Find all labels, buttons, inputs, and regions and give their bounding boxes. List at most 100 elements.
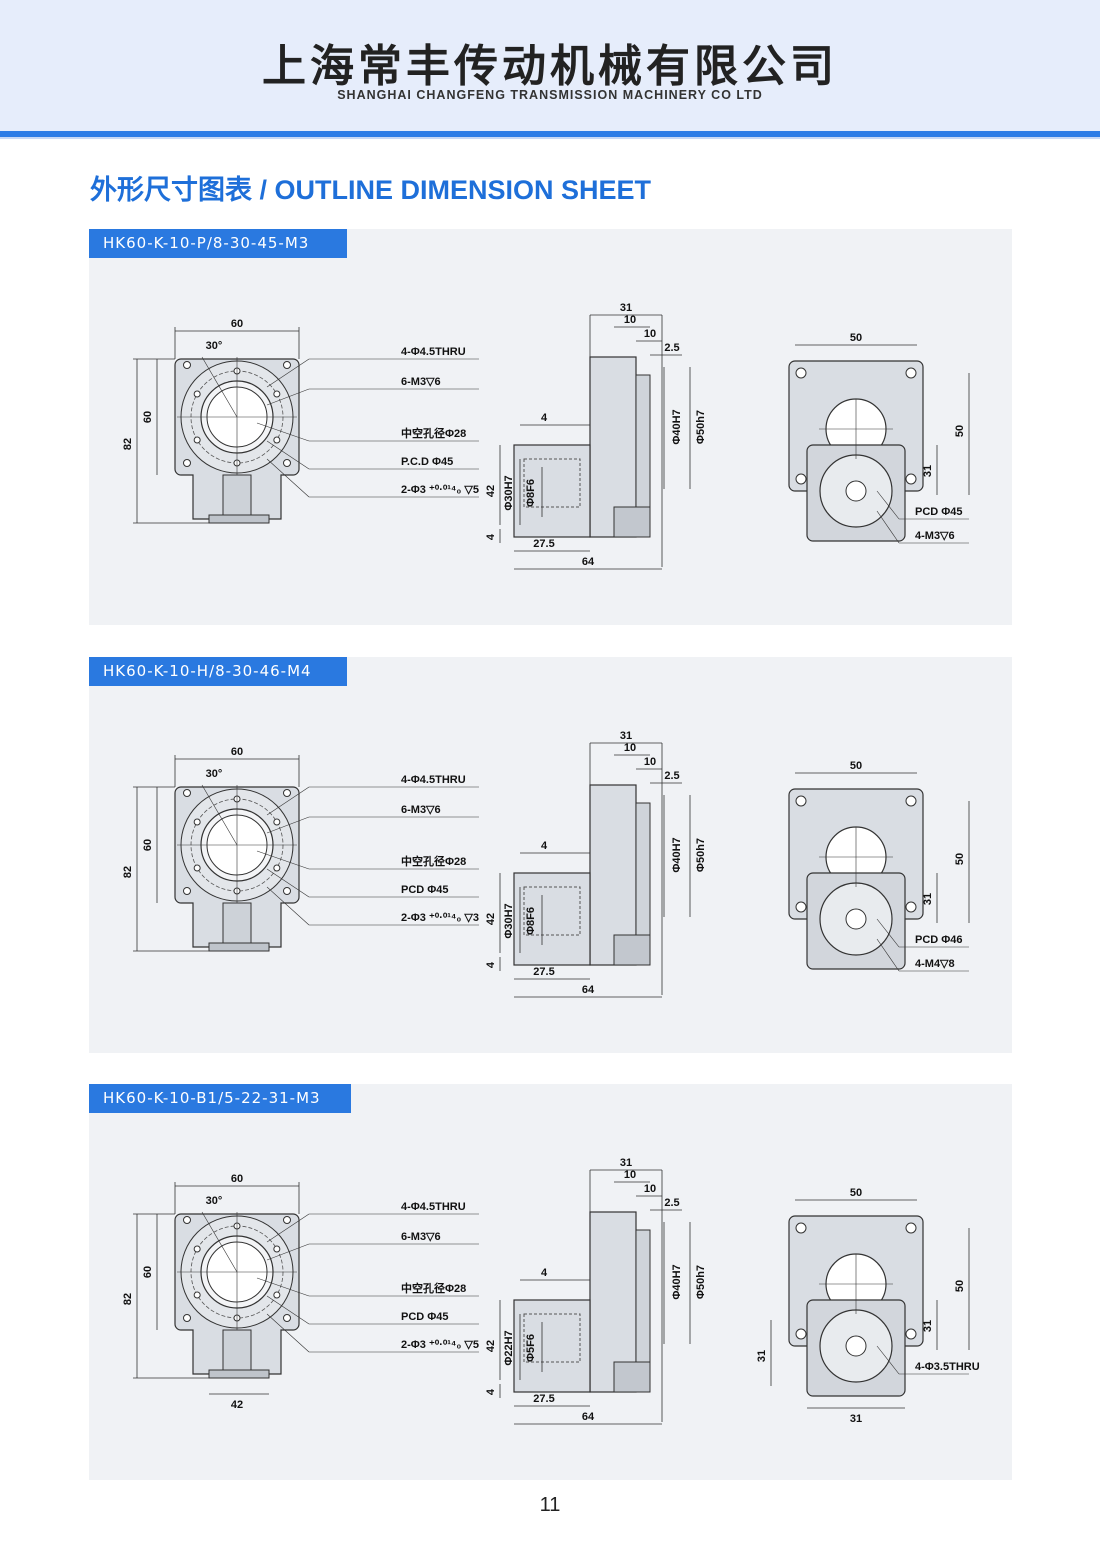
- connector: [208, 514, 270, 524]
- dimension-label: 64: [582, 556, 595, 568]
- leader-line: [266, 868, 310, 898]
- corner-hole: [795, 795, 807, 807]
- dimension-label: 27.5: [533, 966, 554, 978]
- callout-label: PCD Φ45: [401, 884, 449, 896]
- side-connector: [613, 934, 651, 966]
- dimension-label: 10: [624, 742, 636, 754]
- dimension-label: 50: [850, 760, 862, 772]
- corner-hole: [283, 789, 291, 797]
- dimension-label: Φ30H7: [503, 903, 515, 938]
- dimension-label: 4: [541, 412, 548, 424]
- mounting-hole: [193, 1291, 201, 1299]
- dimension-label: 50: [850, 332, 862, 344]
- dimension-label: 50: [850, 1187, 862, 1199]
- dimension-label: 82: [122, 438, 134, 450]
- callout-label: PCD Φ46: [915, 934, 963, 946]
- angle-line: [201, 356, 238, 418]
- dimension-label: 4: [485, 961, 497, 968]
- dimension-label: 50: [954, 1280, 966, 1292]
- callout-label: 6-M3▽6: [401, 804, 441, 816]
- leader-line: [266, 886, 310, 926]
- dimension-label: 60: [231, 746, 243, 758]
- dimension-label: Φ40H7: [671, 409, 683, 444]
- dimension-label: Φ5F6: [525, 1334, 537, 1362]
- dimension-label: 64: [582, 1411, 595, 1423]
- side-motor: [513, 872, 591, 966]
- dimension-label: 10: [644, 1183, 656, 1195]
- output-shaft: [845, 1335, 867, 1357]
- leader-line: [876, 490, 900, 520]
- connector: [208, 942, 270, 952]
- dimension-label: 2.5: [664, 1197, 679, 1209]
- mounting-hole: [273, 436, 281, 444]
- leader-line: [876, 938, 900, 972]
- dimension-label: Φ22H7: [503, 1330, 515, 1365]
- dimension-label: 10: [624, 1169, 636, 1181]
- leader-line: [266, 1243, 310, 1261]
- side-motor: [513, 1299, 591, 1393]
- mounting-hole: [193, 390, 201, 398]
- side-motor: [513, 444, 591, 538]
- dimension-label: Φ50h7: [695, 838, 707, 872]
- company-name-en: SHANGHAI CHANGFENG TRANSMISSION MACHINER…: [337, 88, 763, 102]
- dimension-label: 31: [922, 893, 934, 905]
- corner-hole: [795, 473, 807, 485]
- dimension-label: 31: [756, 1350, 768, 1362]
- mounting-hole: [273, 864, 281, 872]
- leader-line: [876, 1345, 900, 1375]
- callout-label: 中空孔径Φ28: [401, 1281, 466, 1295]
- callout-label: 4-Φ4.5THRU: [401, 1201, 466, 1213]
- mounting-hole: [193, 818, 201, 826]
- dimension-label: Φ50h7: [695, 1265, 707, 1299]
- callout-label: 中空孔径Φ28: [401, 854, 466, 868]
- leader-line: [266, 388, 310, 406]
- angle-line: [201, 784, 238, 846]
- leader-line: [266, 440, 310, 470]
- mounting-hole: [193, 1245, 201, 1253]
- dimension-label: 60: [142, 411, 154, 423]
- leader-line: [266, 1213, 310, 1243]
- side-flange: [635, 374, 651, 516]
- callout-label: 2-Φ3 ⁺⁰·⁰¹⁴₀ ▽3: [401, 912, 479, 924]
- callout-label: PCD Φ45: [401, 1311, 449, 1323]
- corner-hole: [905, 901, 917, 913]
- header-accent-bar-thin: [0, 137, 1100, 139]
- dimension-label: Φ8F6: [525, 907, 537, 935]
- leader-line: [266, 786, 310, 816]
- corner-hole: [183, 459, 191, 467]
- callout-label: PCD Φ45: [915, 506, 963, 518]
- corner-hole: [283, 459, 291, 467]
- callout-label: 4-Φ4.5THRU: [401, 774, 466, 786]
- sheet-title: 外形尺寸图表 / OUTLINE DIMENSION SHEET: [90, 175, 652, 205]
- dimension-label: Φ8F6: [525, 479, 537, 507]
- motor-stub: [222, 1329, 252, 1375]
- side-connector: [613, 1361, 651, 1393]
- page-number: 11: [539, 1494, 561, 1516]
- dimension-label: Φ30H7: [503, 475, 515, 510]
- callout-label: 2-Φ3 ⁺⁰·⁰¹⁴₀ ▽5: [401, 1339, 479, 1351]
- corner-hole: [283, 887, 291, 895]
- corner-hole: [183, 789, 191, 797]
- leader-line: [266, 1295, 310, 1325]
- mounting-hole: [273, 1291, 281, 1299]
- mounting-hole: [193, 436, 201, 444]
- corner-hole: [183, 361, 191, 369]
- mounting-hole: [273, 1245, 281, 1253]
- callout-label: 6-M3▽6: [401, 376, 441, 388]
- dimension-label: 4: [541, 1267, 548, 1279]
- motor-stub: [222, 902, 252, 948]
- callout-label: P.C.D Φ45: [401, 456, 453, 468]
- dimension-label: 27.5: [533, 538, 554, 550]
- corner-hole: [183, 1216, 191, 1224]
- hidden-bore: [523, 886, 581, 936]
- dimension-label: 10: [644, 756, 656, 768]
- dimension-label: 4: [541, 840, 548, 852]
- dimension-label: Φ40H7: [671, 837, 683, 872]
- dimension-label: 30°: [206, 1195, 223, 1207]
- corner-hole: [283, 1216, 291, 1224]
- model-tag: HK60-K-10-H/8-30-46-M4: [89, 657, 347, 686]
- callout-label: 4-Φ3.5THRU: [915, 1361, 980, 1373]
- dimension-label: 50: [954, 425, 966, 437]
